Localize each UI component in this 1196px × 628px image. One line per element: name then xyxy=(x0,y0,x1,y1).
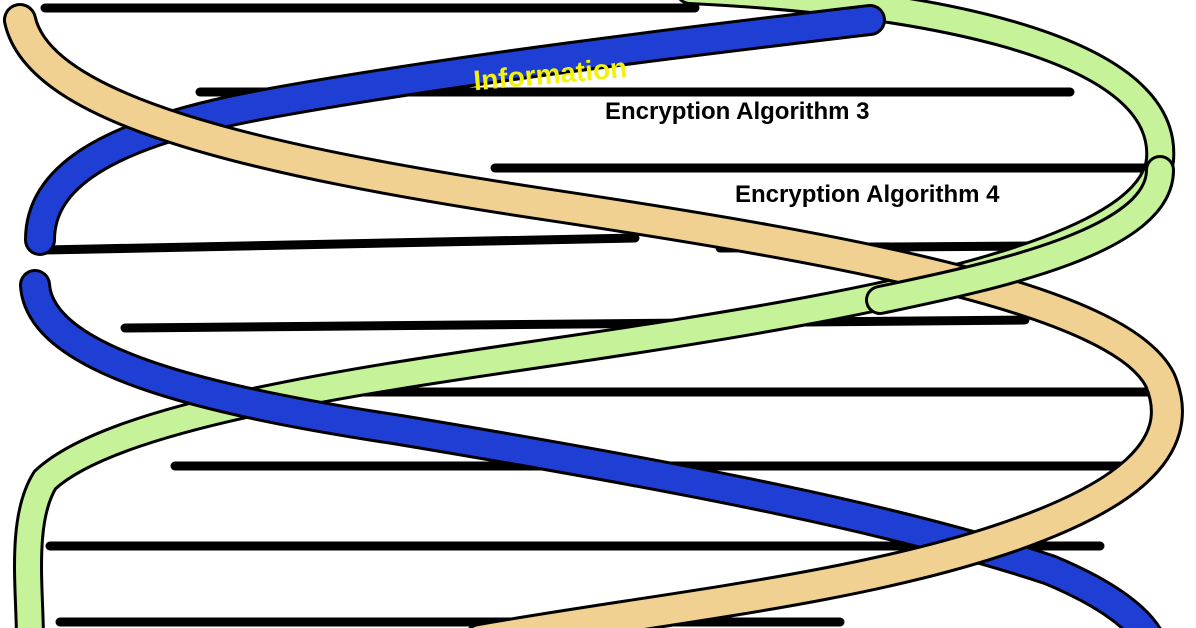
tan-strand xyxy=(3,3,1184,628)
tan-strand-main-fill xyxy=(6,6,1181,628)
rung xyxy=(40,233,640,255)
blue-strand-lower-fill xyxy=(22,272,1158,628)
rung xyxy=(120,315,1030,333)
green-strand xyxy=(13,0,1176,628)
green-strand-front xyxy=(865,155,1175,315)
blue-strand xyxy=(19,4,1162,628)
encryption-algorithm-4-label: Encryption Algorithm 4 xyxy=(735,181,1000,208)
green-strand-front-segment-fill xyxy=(868,158,1172,312)
blue-strand-upper-fill xyxy=(27,7,883,253)
encryption-algorithm-3-label: Encryption Algorithm 3 xyxy=(605,98,869,125)
helix-rungs xyxy=(40,3,1170,627)
green-strand-upper-fill xyxy=(16,0,1173,628)
